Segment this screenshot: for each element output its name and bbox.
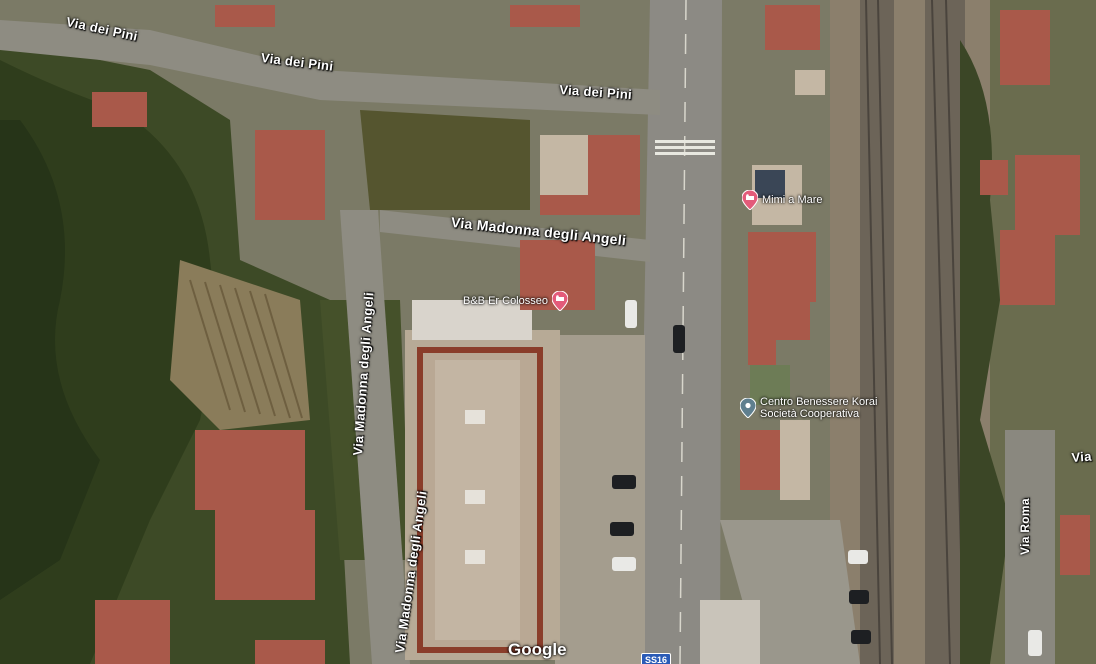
route-shield-ss16: SS16 (641, 653, 672, 664)
hotel-bed-icon (551, 291, 568, 311)
poi-mimi-a-mare[interactable]: Mimi a Mare (742, 190, 823, 210)
poi-bb-er-colosseo[interactable]: B&B Er Colosseo (463, 291, 568, 311)
poi-centro-benessere-korai[interactable]: Centro Benessere Korai Società Cooperati… (740, 396, 877, 420)
hotel-bed-icon (742, 190, 758, 210)
street-label-via-roma: Via Roma (1018, 498, 1032, 555)
poi-label-line2: Società Cooperativa (760, 408, 860, 420)
poi-label: Mimi a Mare (762, 194, 823, 206)
poi-label-line1: Centro Benessere Korai (760, 396, 878, 408)
street-label-via-edge: Via (1071, 448, 1093, 465)
poi-label: B&B Er Colosseo (463, 295, 548, 307)
place-pin-icon (740, 398, 756, 418)
google-logo: Google (508, 640, 567, 659)
